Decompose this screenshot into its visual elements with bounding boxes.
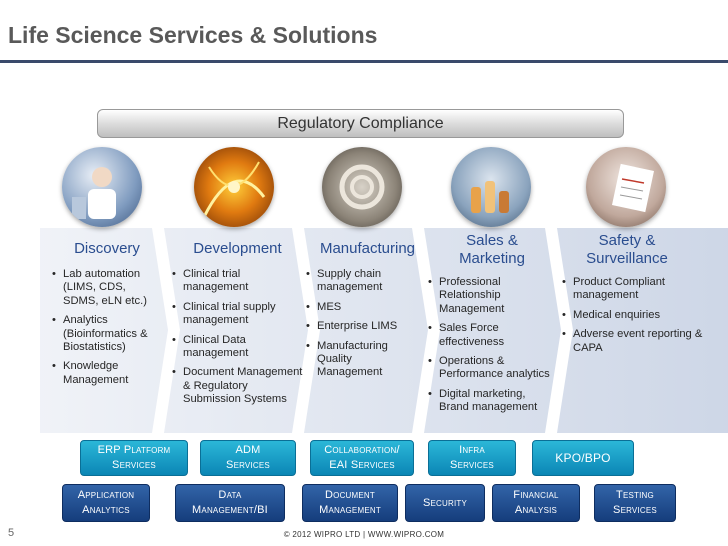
button-label: Services bbox=[112, 459, 156, 471]
safety-surveillance-photo bbox=[586, 147, 666, 227]
button-label: Management bbox=[319, 504, 381, 516]
list-item: Analytics (Bioinformatics & Biostatistic… bbox=[52, 314, 164, 354]
list-item: Clinical Data management bbox=[172, 334, 304, 361]
regulatory-compliance-bar: Regulatory Compliance bbox=[97, 109, 624, 138]
footer-copyright: © 2012 WIPRO LTD | WWW.WIPRO.COM bbox=[283, 530, 445, 539]
button-label: Analytics bbox=[82, 504, 130, 516]
stage-title-discovery: Discovery bbox=[74, 240, 140, 257]
list-item: Supply chain management bbox=[306, 268, 418, 295]
list-item: Clinical trial supply management bbox=[172, 301, 304, 328]
list-item: Enterprise LIMS bbox=[306, 320, 418, 334]
chevron-separator-1 bbox=[152, 228, 180, 433]
stage-title-safety-surveillance: Safety & Surveillance bbox=[562, 232, 692, 268]
manufacturing-list: Supply chain management MES Enterprise L… bbox=[306, 268, 418, 386]
list-item: Knowledge Management bbox=[52, 360, 164, 387]
manufacturing-photo bbox=[322, 147, 402, 227]
safety-surveillance-list: Product Compliant management Medical enq… bbox=[562, 276, 712, 361]
sales-marketing-photo bbox=[451, 147, 531, 227]
button-label: Collaboration/ bbox=[324, 444, 400, 456]
stage-title-manufacturing: Manufacturing bbox=[319, 240, 416, 257]
button-label: EAI Services bbox=[329, 459, 395, 471]
kpo-bpo-button[interactable]: KPO/BPO bbox=[532, 440, 634, 476]
collaboration-eai-services-button[interactable]: Collaboration/EAI Services bbox=[310, 440, 414, 476]
list-item: Operations & Performance analytics bbox=[428, 355, 550, 382]
stage-title-development: Development bbox=[193, 240, 282, 257]
discovery-list: Lab automation (LIMS, CDS, SDMS, eLN etc… bbox=[52, 268, 164, 393]
stage-title-sales-line1: Sales & bbox=[466, 232, 518, 249]
stage-title-sales-marketing: Sales & Marketing bbox=[432, 232, 552, 268]
button-label: Application bbox=[77, 489, 135, 501]
button-label: Security bbox=[422, 496, 468, 509]
button-label: Infra bbox=[459, 444, 485, 456]
button-label: KPO/BPO bbox=[555, 450, 611, 465]
list-item: Adverse event reporting & CAPA bbox=[562, 328, 712, 355]
list-item: Product Compliant management bbox=[562, 276, 712, 303]
development-list: Clinical trial management Clinical trial… bbox=[172, 268, 304, 413]
button-label: ERP Platform bbox=[97, 444, 171, 456]
title-divider bbox=[0, 60, 728, 63]
list-item: Professional Relationship Management bbox=[428, 276, 550, 316]
discovery-photo bbox=[62, 147, 142, 227]
stage-title-safety-line1: Safety & bbox=[598, 232, 656, 249]
list-item: Medical enquiries bbox=[562, 309, 712, 323]
list-item: Digital marketing, Brand management bbox=[428, 388, 550, 415]
button-label: Services bbox=[450, 459, 494, 471]
page-title: Life Science Services & Solutions bbox=[8, 22, 378, 48]
button-label: Financial bbox=[513, 489, 559, 501]
stage-title-safety-line2: Surveillance bbox=[586, 250, 668, 267]
button-label: Management/BI bbox=[192, 504, 268, 516]
development-photo bbox=[194, 147, 274, 227]
list-item: MES bbox=[306, 301, 418, 315]
security-button[interactable]: Security bbox=[405, 484, 485, 522]
button-label: Analysis bbox=[514, 504, 558, 516]
button-label: Testing bbox=[616, 489, 654, 501]
button-label: Services bbox=[226, 459, 270, 471]
list-item: Sales Force effectiveness bbox=[428, 322, 550, 349]
list-item: Manufacturing Quality Management bbox=[306, 340, 418, 380]
list-item: Clinical trial management bbox=[172, 268, 304, 295]
page-number: 5 bbox=[8, 527, 15, 539]
button-label: Document bbox=[325, 489, 375, 501]
stage-title-sales-line2: Marketing bbox=[459, 250, 525, 267]
button-label: Services bbox=[613, 504, 657, 516]
sales-marketing-list: Professional Relationship Management Sal… bbox=[428, 276, 550, 421]
adm-services-button[interactable]: ADM Services bbox=[200, 440, 296, 476]
list-item: Document Management & Regulatory Submiss… bbox=[172, 366, 304, 406]
button-label: ADM bbox=[235, 444, 261, 456]
button-label: Data bbox=[218, 489, 242, 501]
list-item: Lab automation (LIMS, CDS, SDMS, eLN etc… bbox=[52, 268, 164, 308]
